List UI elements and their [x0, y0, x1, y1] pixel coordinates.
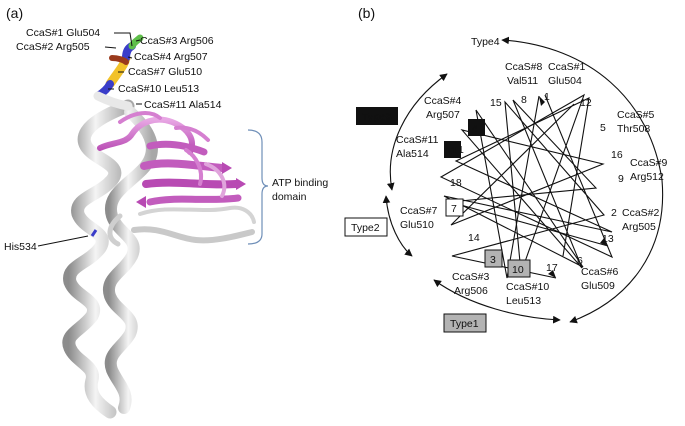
atp-domain-arrows [136, 162, 246, 208]
wheel-number-15: 15 [490, 97, 502, 109]
wheel-number-1: 1 [544, 91, 550, 103]
type3-arc [386, 73, 448, 191]
atp-domain-label-line1: ATP binding [272, 177, 328, 189]
type1-box [443, 313, 487, 333]
helical-wheel-star [439, 93, 614, 279]
wheel-number-5: 5 [600, 122, 606, 134]
residue-label-arg506: CcaS#3 Arg506 [140, 35, 214, 47]
residue-label-leu513: CcaS#10 Leu513 [118, 83, 199, 95]
protein-structure [62, 34, 256, 419]
wheel-residue-5-line1: CcaS#5 [617, 109, 655, 121]
residue-label-ala514: CcaS#11 Ala514 [144, 99, 222, 111]
wheel-residue-1-line1: CcaS#1 [548, 61, 586, 73]
type4-label: Type4 [471, 36, 500, 48]
type1-label: Type1 [450, 318, 479, 330]
wheel-residue-6-line1: CcaS#6 [581, 266, 619, 278]
panel-b-label: (b) [358, 5, 375, 21]
atp-domain-bracket [247, 129, 269, 245]
wheel-residue-10-line2: Leu513 [506, 295, 541, 307]
wheel-residue-4-line2: Arg507 [426, 109, 460, 121]
wheel-box-7-text: 7 [451, 203, 457, 215]
panel-a-label: (a) [6, 5, 23, 21]
residue-label-glu510: CcaS#7 Glu510 [128, 66, 202, 78]
wheel-number-8: 8 [521, 94, 527, 106]
wheel-number-6: 6 [577, 255, 583, 267]
type3-box [356, 107, 398, 125]
wheel-residue-1-line2: Glu504 [548, 75, 582, 87]
residue-label-arg507: CcaS#4 Arg507 [134, 51, 208, 63]
wheel-number-9: 9 [618, 173, 624, 185]
type4-arc [501, 36, 664, 324]
type2-box [344, 217, 388, 237]
wheel-residue-10-line1: CcaS#10 [506, 281, 549, 293]
wheel-box-11 [444, 141, 461, 158]
type-arrows [382, 36, 664, 324]
wheel-residue-7-line1: CcaS#7 [400, 205, 438, 217]
wheel-number-18: 18 [450, 177, 462, 189]
wheel-residue-3-line1: CcaS#3 [452, 271, 490, 283]
residue-label-glu504: CcaS#1 Glu504 [26, 27, 100, 39]
wheel-residue-11-line2: Ala514 [396, 148, 429, 160]
wheel-box-11-text: 11 [446, 145, 457, 157]
wheel-residue-2-line1: CcaS#2 [622, 207, 660, 219]
residue-leaders [104, 32, 142, 105]
wheel-residue-8-line1: CcaS#8 [505, 61, 543, 73]
wheel-box-10-text: 10 [512, 264, 524, 276]
wheel-residue-7-line2: Glu510 [400, 219, 434, 231]
wheel-residue-9-line2: Arg512 [630, 171, 664, 183]
his534-label: His534 [4, 241, 37, 253]
wheel-residue-9-line1: CcaS#9 [630, 157, 668, 169]
wheel-box-7 [445, 198, 464, 217]
type3-label: Type3 [362, 111, 392, 123]
residue-label-arg505: CcaS#2 Arg505 [16, 41, 90, 53]
wheel-residue-labels: CcaS#8 Val511 CcaS#1 Glu504 CcaS#4 Arg50… [396, 61, 668, 307]
wheel-box-4-text: 4 [472, 123, 478, 135]
his534-leader [37, 235, 89, 247]
wheel-residue-5-line2: Thr508 [617, 123, 650, 135]
his534-residue [90, 229, 98, 237]
wheel-residue-8-line2: Val511 [507, 75, 538, 87]
type1-arc [433, 279, 561, 324]
wheel-residue-2-line2: Arg505 [622, 221, 656, 233]
wheel-number-14: 14 [468, 232, 480, 244]
wheel-box-3-text: 3 [490, 254, 496, 266]
wheel-residue-11-line1: CcaS#11 [396, 134, 439, 146]
wheel-number-13: 13 [602, 233, 614, 245]
wheel-number-17: 17 [546, 262, 558, 274]
type2-arc [382, 195, 413, 257]
atp-domain-label-line2: domain [272, 191, 307, 203]
wheel-number-16: 16 [611, 149, 623, 161]
wheel-residue-4-line1: CcaS#4 [424, 95, 462, 107]
wheel-number-2: 2 [611, 207, 617, 219]
wheel-number-12: 12 [580, 97, 592, 109]
wheel-box-4 [468, 119, 485, 136]
type2-label: Type2 [351, 222, 380, 234]
wheel-residue-6-line2: Glu509 [581, 280, 615, 292]
